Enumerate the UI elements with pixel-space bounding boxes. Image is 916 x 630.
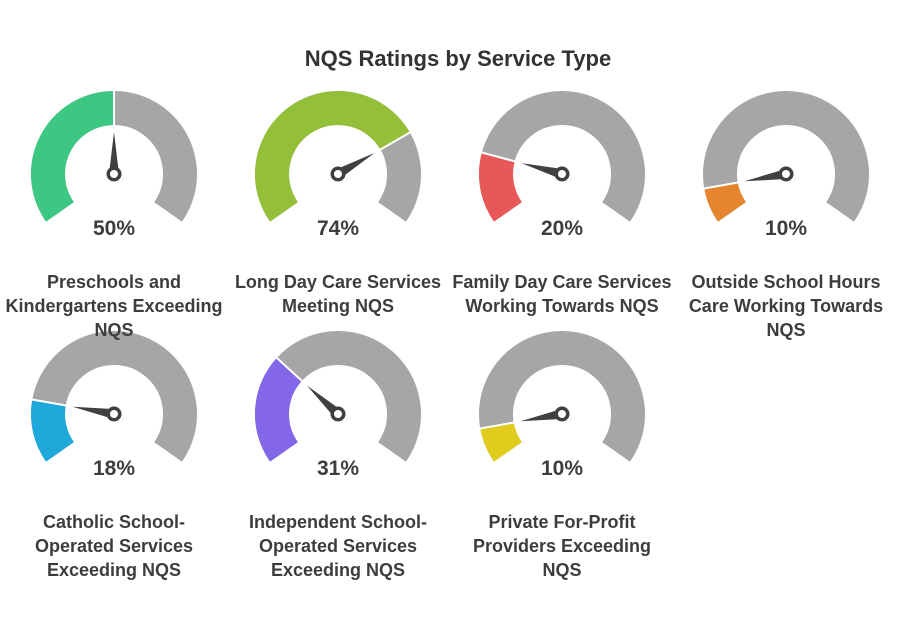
gauge-track	[703, 91, 869, 222]
gauge-separator	[31, 398, 67, 407]
needle-hub-center	[110, 170, 118, 178]
gauge-value-arc	[31, 91, 115, 222]
gauge-category-label: Family Day Care Services Working Towards…	[452, 272, 672, 316]
gauge-value-arc	[704, 181, 747, 222]
gauge-category-label: Preschools and Kindergartens Exceeding N…	[5, 272, 223, 340]
gauge-track	[479, 331, 645, 462]
needle-hub-center	[558, 170, 566, 178]
gauge-separator	[275, 356, 304, 383]
gauge-separator	[479, 421, 515, 430]
gauge-percent-label: 18%	[93, 457, 135, 480]
needle-hub-center	[110, 410, 118, 418]
gauge-separator	[379, 131, 412, 151]
needle-hub-center	[334, 170, 342, 178]
gauge-percent-label: 50%	[93, 217, 135, 240]
gauge: 20%	[479, 91, 645, 240]
gauge-category-label: Independent School-Operated Services Exc…	[249, 512, 427, 580]
gauge: 10%	[703, 91, 869, 240]
gauge: 31%	[255, 331, 421, 480]
gauge-category-label: Long Day Care Services Meeting NQS	[234, 272, 442, 316]
gauge-percent-label: 20%	[541, 217, 583, 240]
chart-title: NQS Ratings by Service Type	[304, 46, 612, 71]
gauge-percent-label: 10%	[541, 457, 583, 480]
gauge-value-arc	[255, 357, 303, 462]
gauge-category-label: Outside School Hours Care Working Toward…	[688, 272, 884, 340]
gauge: 50%	[31, 90, 197, 240]
gauge-needle	[72, 406, 115, 419]
gauge-needle	[520, 409, 563, 422]
gauge-percent-label: 74%	[317, 217, 359, 240]
gauge-needle	[744, 169, 787, 182]
gauge-value-arc	[255, 91, 410, 222]
gauge-category-label: Catholic School-Operated Services Exceed…	[34, 512, 194, 580]
needle-hub-center	[334, 410, 342, 418]
gauge-needle	[109, 132, 119, 174]
gauge: 18%	[31, 331, 197, 480]
gauge-value-arc	[480, 421, 523, 462]
gauge-separator	[480, 151, 516, 163]
gauge-separator	[703, 181, 739, 190]
gauge: 74%	[255, 91, 421, 240]
needle-hub-center	[782, 170, 790, 178]
gauge-percent-label: 10%	[765, 217, 807, 240]
gauge: 10%	[479, 331, 645, 480]
gauge-needle	[521, 163, 564, 179]
gauge-value-arc	[31, 399, 75, 462]
gauge-value-arc	[479, 152, 523, 222]
gauge-category-label: Private For-Profit Providers Exceeding N…	[472, 512, 652, 580]
gauge-percent-label: 31%	[317, 457, 359, 480]
needle-hub-center	[558, 410, 566, 418]
